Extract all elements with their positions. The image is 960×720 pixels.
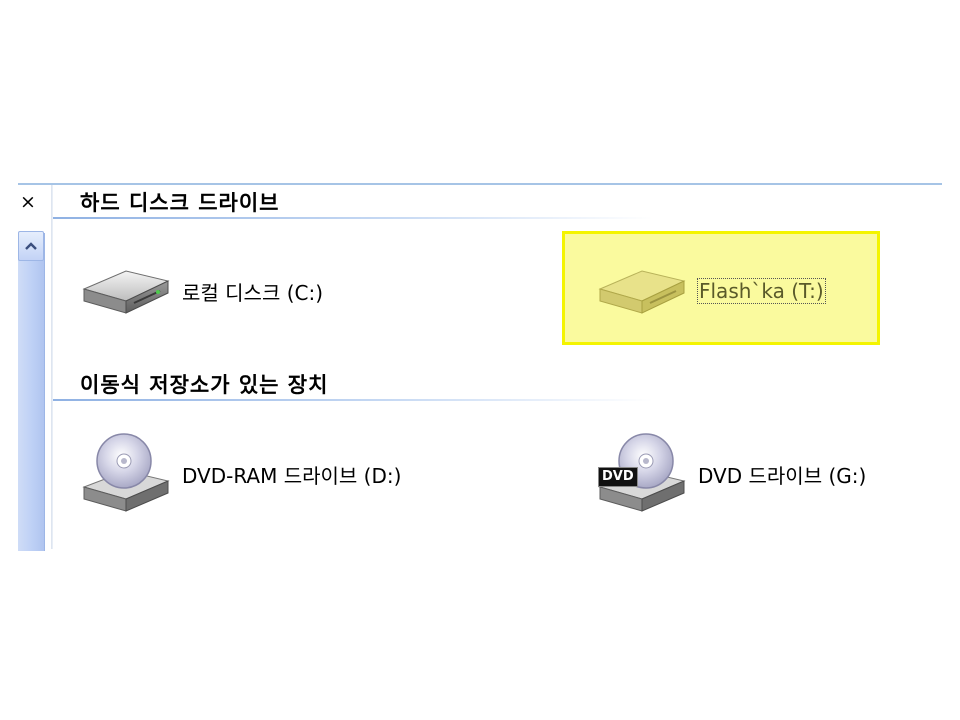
hard-disk-icon xyxy=(598,270,686,314)
drive-flashka-t[interactable]: Flash`ka (T:) xyxy=(596,265,826,317)
drive-dvd-ram-d[interactable]: DVD-RAM 드라이브 (D:) xyxy=(80,431,401,517)
scroll-up-button[interactable] xyxy=(18,231,44,261)
close-pane-button[interactable]: × xyxy=(20,191,36,213)
section-divider-removable xyxy=(53,399,653,401)
dvd-drive-icon: DVD xyxy=(596,431,688,517)
dvd-badge: DVD xyxy=(598,467,638,487)
left-task-pane: × xyxy=(18,185,51,551)
hard-disk-icon xyxy=(82,270,170,314)
window-top-border xyxy=(18,183,942,185)
selected-drive-highlight xyxy=(562,231,880,345)
section-divider-hard-disks xyxy=(53,217,653,219)
drive-local-disk-c[interactable]: 로컬 디스크 (C:) xyxy=(80,265,323,317)
drive-label: 로컬 디스크 (C:) xyxy=(182,280,324,305)
drive-label: DVD-RAM 드라이브 (D:) xyxy=(182,463,402,488)
drive-label: Flash`ka (T:) xyxy=(697,278,826,304)
drive-label: DVD 드라이브 (G:) xyxy=(698,463,867,488)
section-title-removable: 이동식 저장소가 있는 장치 xyxy=(80,373,329,397)
drive-dvd-g[interactable]: DVD DVD 드라이브 (G:) xyxy=(596,431,866,517)
chevron-up-icon xyxy=(25,242,37,250)
scrollbar-track[interactable] xyxy=(18,233,45,551)
explorer-window: × 하드 디스크 드라이브 xyxy=(18,183,942,551)
section-title-hard-disks: 하드 디스크 드라이브 xyxy=(80,191,280,215)
pane-divider xyxy=(51,185,53,549)
cd-drive-icon xyxy=(82,433,170,512)
